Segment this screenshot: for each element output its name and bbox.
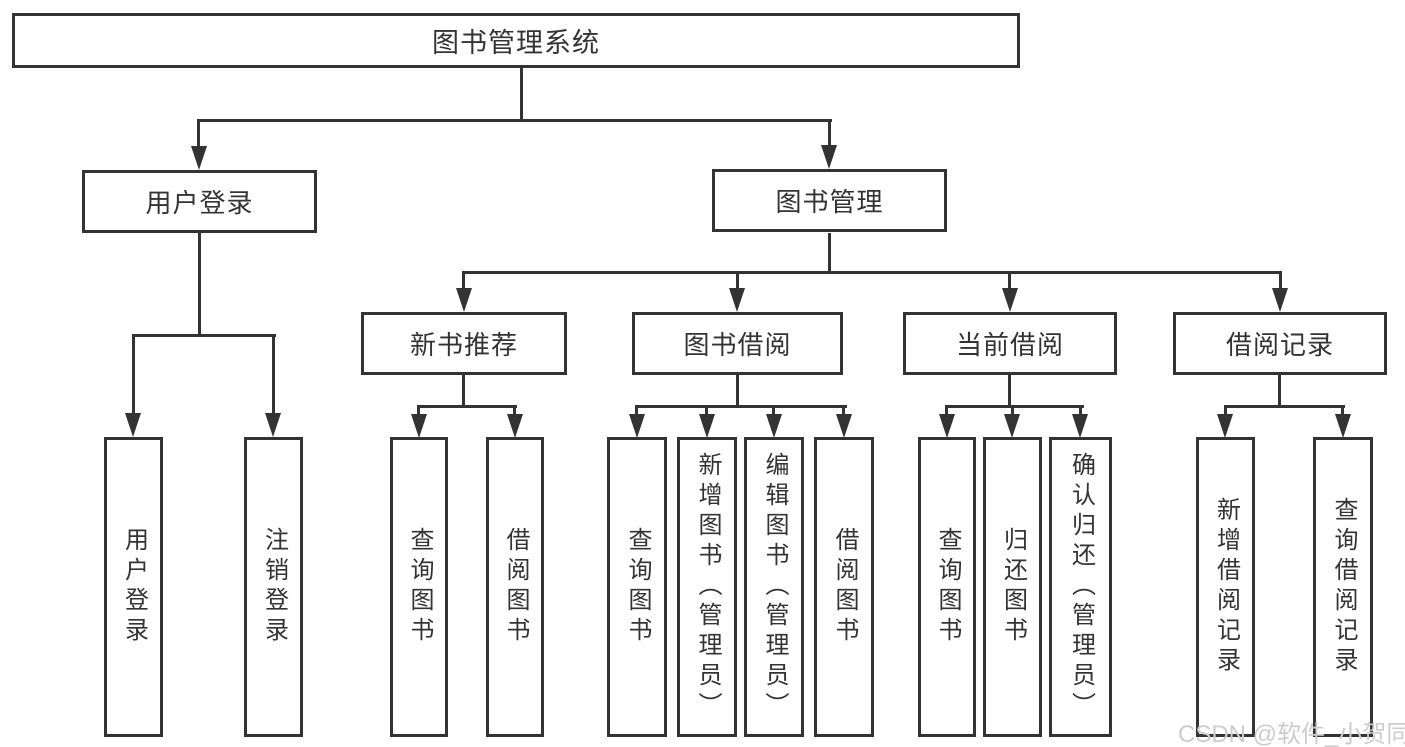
leaf-label: 注销登录	[260, 527, 288, 647]
connector-line	[736, 271, 739, 291]
leaf-label: 编辑图书（管理员）	[761, 452, 788, 722]
arrow-down-icon	[1217, 414, 1233, 438]
arrow-down-icon	[1335, 414, 1351, 438]
connector-line	[132, 334, 276, 337]
leaf-query-books-recommend: 查询图书	[390, 437, 448, 737]
leaf-label: 新增借阅记录	[1212, 497, 1240, 677]
leaf-label: 新增图书（管理员）	[694, 452, 721, 722]
arrow-down-icon	[1004, 414, 1020, 438]
leaf-label: 用户登录	[120, 527, 148, 647]
leaf-add-book-admin: 新增图书（管理员）	[677, 437, 737, 737]
node-current-borrow: 当前借阅	[903, 312, 1117, 375]
arrow-down-icon	[629, 414, 645, 438]
connector-line	[198, 233, 201, 337]
connector-line	[1008, 374, 1011, 408]
connector-line	[1279, 271, 1282, 291]
connector-line	[417, 405, 420, 419]
connector-line	[1224, 405, 1227, 419]
arrow-down-icon	[1002, 288, 1018, 312]
leaf-label: 查询图书	[406, 527, 433, 647]
leaf-label: 查询借阅记录	[1330, 497, 1357, 677]
connector-line	[828, 119, 831, 155]
leaf-confirm-return-admin: 确认归还（管理员）	[1049, 437, 1112, 737]
arrow-down-icon	[507, 414, 523, 438]
connector-line	[513, 405, 516, 419]
leaf-edit-book-admin: 编辑图书（管理员）	[744, 437, 804, 737]
leaf-query-books-borrow: 查询图书	[607, 437, 667, 737]
node-user-login: 用户登录	[82, 170, 317, 233]
connector-line	[736, 374, 739, 408]
arrow-down-icon	[766, 414, 782, 438]
connector-line	[272, 334, 275, 416]
connector-line	[1011, 405, 1014, 419]
leaf-label: 归还图书	[999, 527, 1027, 647]
arrow-down-icon	[456, 288, 472, 312]
arrow-down-icon	[1072, 414, 1088, 438]
arrow-down-icon	[191, 146, 207, 170]
leaf-borrow-books: 借阅图书	[814, 437, 874, 737]
arrow-down-icon	[411, 414, 427, 438]
connector-line	[1278, 374, 1281, 408]
connector-line	[520, 68, 523, 122]
connector-line	[828, 233, 831, 273]
connector-line	[842, 405, 845, 419]
connector-line	[462, 374, 465, 408]
arrow-down-icon	[699, 414, 715, 438]
leaf-borrow-books-recommend: 借阅图书	[486, 437, 544, 737]
connector-line	[1341, 405, 1344, 419]
arrow-down-icon	[939, 414, 955, 438]
leaf-query-borrow-record: 查询借阅记录	[1313, 437, 1373, 737]
arrow-down-icon	[1272, 288, 1288, 312]
leaf-add-borrow-record: 新增借阅记录	[1196, 437, 1255, 737]
connector-line	[945, 405, 948, 419]
connector-line	[635, 405, 847, 408]
node-label: 用户登录	[145, 188, 254, 218]
connector-line	[462, 271, 465, 291]
leaf-label: 查询图书	[624, 527, 651, 647]
leaf-label: 借阅图书	[831, 527, 858, 647]
node-label: 借阅记录	[1225, 330, 1334, 360]
connector-line	[635, 405, 638, 419]
node-label: 图书管理系统	[432, 28, 600, 58]
leaf-user-login: 用户登录	[104, 437, 163, 737]
leaf-label: 确认归还（管理员）	[1067, 452, 1095, 722]
arrow-down-icon	[265, 413, 281, 437]
leaf-return-books: 归还图书	[983, 437, 1042, 737]
leaf-label: 查询图书	[934, 527, 961, 647]
arrow-down-icon	[729, 288, 745, 312]
connector-line	[197, 119, 200, 155]
node-label: 图书借阅	[683, 330, 792, 360]
leaf-query-books-current: 查询图书	[918, 437, 976, 737]
connector-line	[197, 119, 832, 122]
connector-line	[1224, 405, 1345, 408]
leaf-logout: 注销登录	[244, 437, 303, 737]
connector-line	[945, 405, 1084, 408]
watermark: CSDN @软件_小贺同学	[1178, 721, 1405, 747]
connector-line	[132, 334, 135, 416]
connector-line	[772, 405, 775, 419]
node-label: 图书管理	[775, 187, 884, 217]
node-new-book-recommend: 新书推荐	[361, 312, 567, 375]
node-book-management: 图书管理	[712, 169, 947, 232]
arrow-down-icon	[821, 145, 837, 169]
connector-line	[1079, 405, 1082, 419]
connector-line	[462, 271, 1282, 274]
node-borrow-records: 借阅记录	[1173, 312, 1387, 375]
arrow-down-icon	[836, 414, 852, 438]
leaf-label: 借阅图书	[502, 527, 529, 647]
connector-line	[417, 405, 517, 408]
node-library-system: 图书管理系统	[12, 13, 1020, 68]
connector-line	[1008, 271, 1011, 291]
connector-line	[705, 405, 708, 419]
node-label: 当前借阅	[955, 330, 1064, 360]
arrow-down-icon	[125, 413, 141, 437]
node-book-borrow: 图书借阅	[632, 312, 843, 375]
node-label: 新书推荐	[409, 330, 518, 360]
